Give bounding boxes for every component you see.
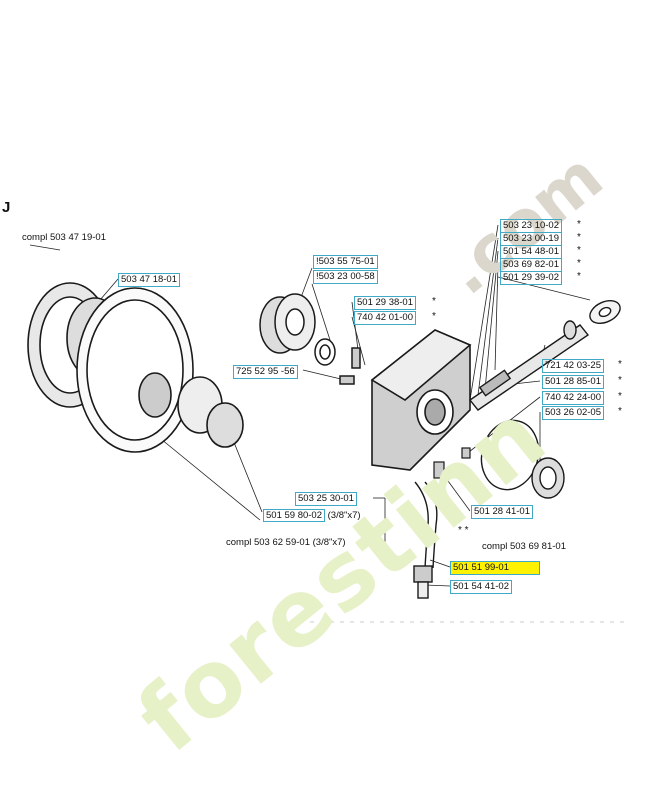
star-mark: * (577, 258, 581, 269)
label-740-42-01: 740 42 01-00 (354, 311, 416, 325)
label-compl-503-47-19: compl 503 47 19-01 (22, 232, 106, 243)
star-mark: * (577, 232, 581, 243)
label-503-55-75: !503 55 75-01 (313, 255, 378, 269)
label-501-28-85: 501 28 85-01 (542, 375, 604, 389)
part-number-501-59-80: 501 59 80-02 (263, 509, 325, 522)
size-note: (3/8"x7) (327, 510, 361, 521)
label-503-47-18: 503 47 18-01 (118, 273, 180, 287)
clutch-assembly (27, 282, 244, 453)
label-501-51-99-highlighted: 501 51 99-01 (450, 561, 540, 575)
star-mark: * (577, 219, 581, 230)
screws (433, 447, 471, 479)
pump-shaft (468, 299, 621, 411)
star-mark: * (432, 311, 436, 322)
label-721-42-03: 721 42 03-25 (542, 359, 604, 373)
label-501-29-38: 501 29 38-01 (354, 296, 416, 310)
label-501-54-48: 501 54 48-01 (500, 245, 562, 259)
star-mark: * (618, 391, 622, 402)
label-501-29-39: 501 29 39-02 (500, 271, 562, 285)
sprocket-parts (259, 293, 361, 385)
star-mark: * (577, 245, 581, 256)
label-503-23-00-58: !503 23 00-58 (313, 270, 378, 284)
label-503-25-30: 503 25 30-01 (295, 492, 357, 506)
label-503-26-02: 503 26 02-05 (542, 406, 604, 420)
star-mark: * (618, 359, 622, 370)
star-mark: * (432, 296, 436, 307)
star-mark: * (577, 271, 581, 282)
label-compl-503-69-81: compl 503 69 81-01 (482, 541, 566, 552)
label-503-69-82: 503 69 82-01 (500, 258, 562, 272)
star-mark: * (618, 375, 622, 386)
star-mark: * (618, 406, 622, 417)
label-501-28-41: 501 28 41-01 (471, 505, 533, 519)
section-letter: J (2, 199, 11, 216)
label-725-52-95: 725 52 95 -56 (233, 365, 298, 379)
label-501-59-80: 501 59 80-02 (3/8"x7) (263, 509, 361, 522)
oil-hose (413, 481, 438, 599)
label-501-54-41: 501 54 41-02 (450, 580, 512, 594)
oil-pump-body (370, 329, 472, 471)
o-ring-seal (480, 419, 565, 499)
double-star-mark: * * (458, 525, 469, 536)
label-740-42-24: 740 42 24-00 (542, 391, 604, 405)
label-compl-503-62-59: compl 503 62 59-01 (3/8"x7) (226, 537, 346, 548)
label-503-23-00-19: 503 23 00-19 (500, 232, 562, 246)
label-503-23-10: 503 23 10-02 (500, 219, 562, 233)
